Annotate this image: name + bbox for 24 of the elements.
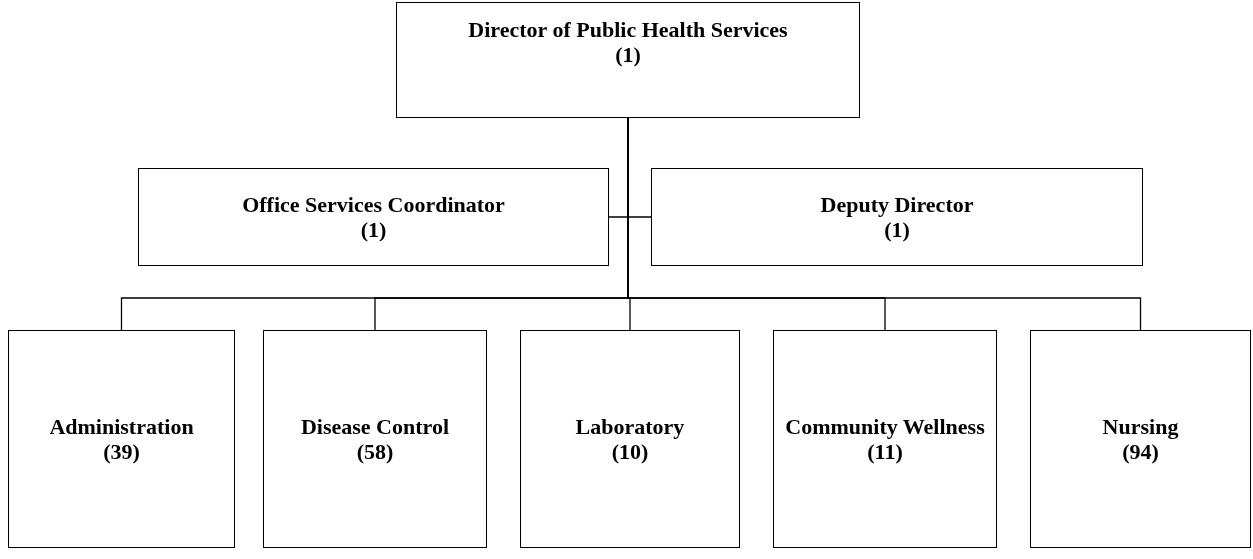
org-box bbox=[263, 330, 487, 548]
role-title: Nursing bbox=[1102, 414, 1179, 439]
staff-count: (10) bbox=[611, 439, 649, 464]
role-title: Office Services Coordinator bbox=[242, 192, 505, 217]
org-box bbox=[651, 168, 1143, 266]
org-box bbox=[773, 330, 997, 548]
org-box bbox=[8, 330, 235, 548]
role-title: Administration bbox=[49, 414, 194, 439]
role-title: Laboratory bbox=[575, 414, 685, 439]
staff-count: (1) bbox=[360, 217, 387, 242]
role-title: Disease Control bbox=[300, 414, 450, 439]
role-title: Deputy Director bbox=[820, 192, 974, 217]
staff-count: (1) bbox=[615, 42, 641, 67]
role-title: Director of Public Health Services bbox=[468, 17, 788, 42]
staff-count: (94) bbox=[1122, 439, 1159, 464]
org-box bbox=[396, 2, 860, 118]
org-box bbox=[520, 330, 740, 548]
org-box bbox=[1030, 330, 1251, 548]
staff-count: (1) bbox=[884, 217, 910, 242]
org-box bbox=[138, 168, 609, 266]
staff-count: (11) bbox=[867, 439, 903, 464]
staff-count: (39) bbox=[103, 439, 140, 464]
role-title: Community Wellness bbox=[785, 414, 985, 439]
staff-count: (58) bbox=[356, 439, 394, 464]
